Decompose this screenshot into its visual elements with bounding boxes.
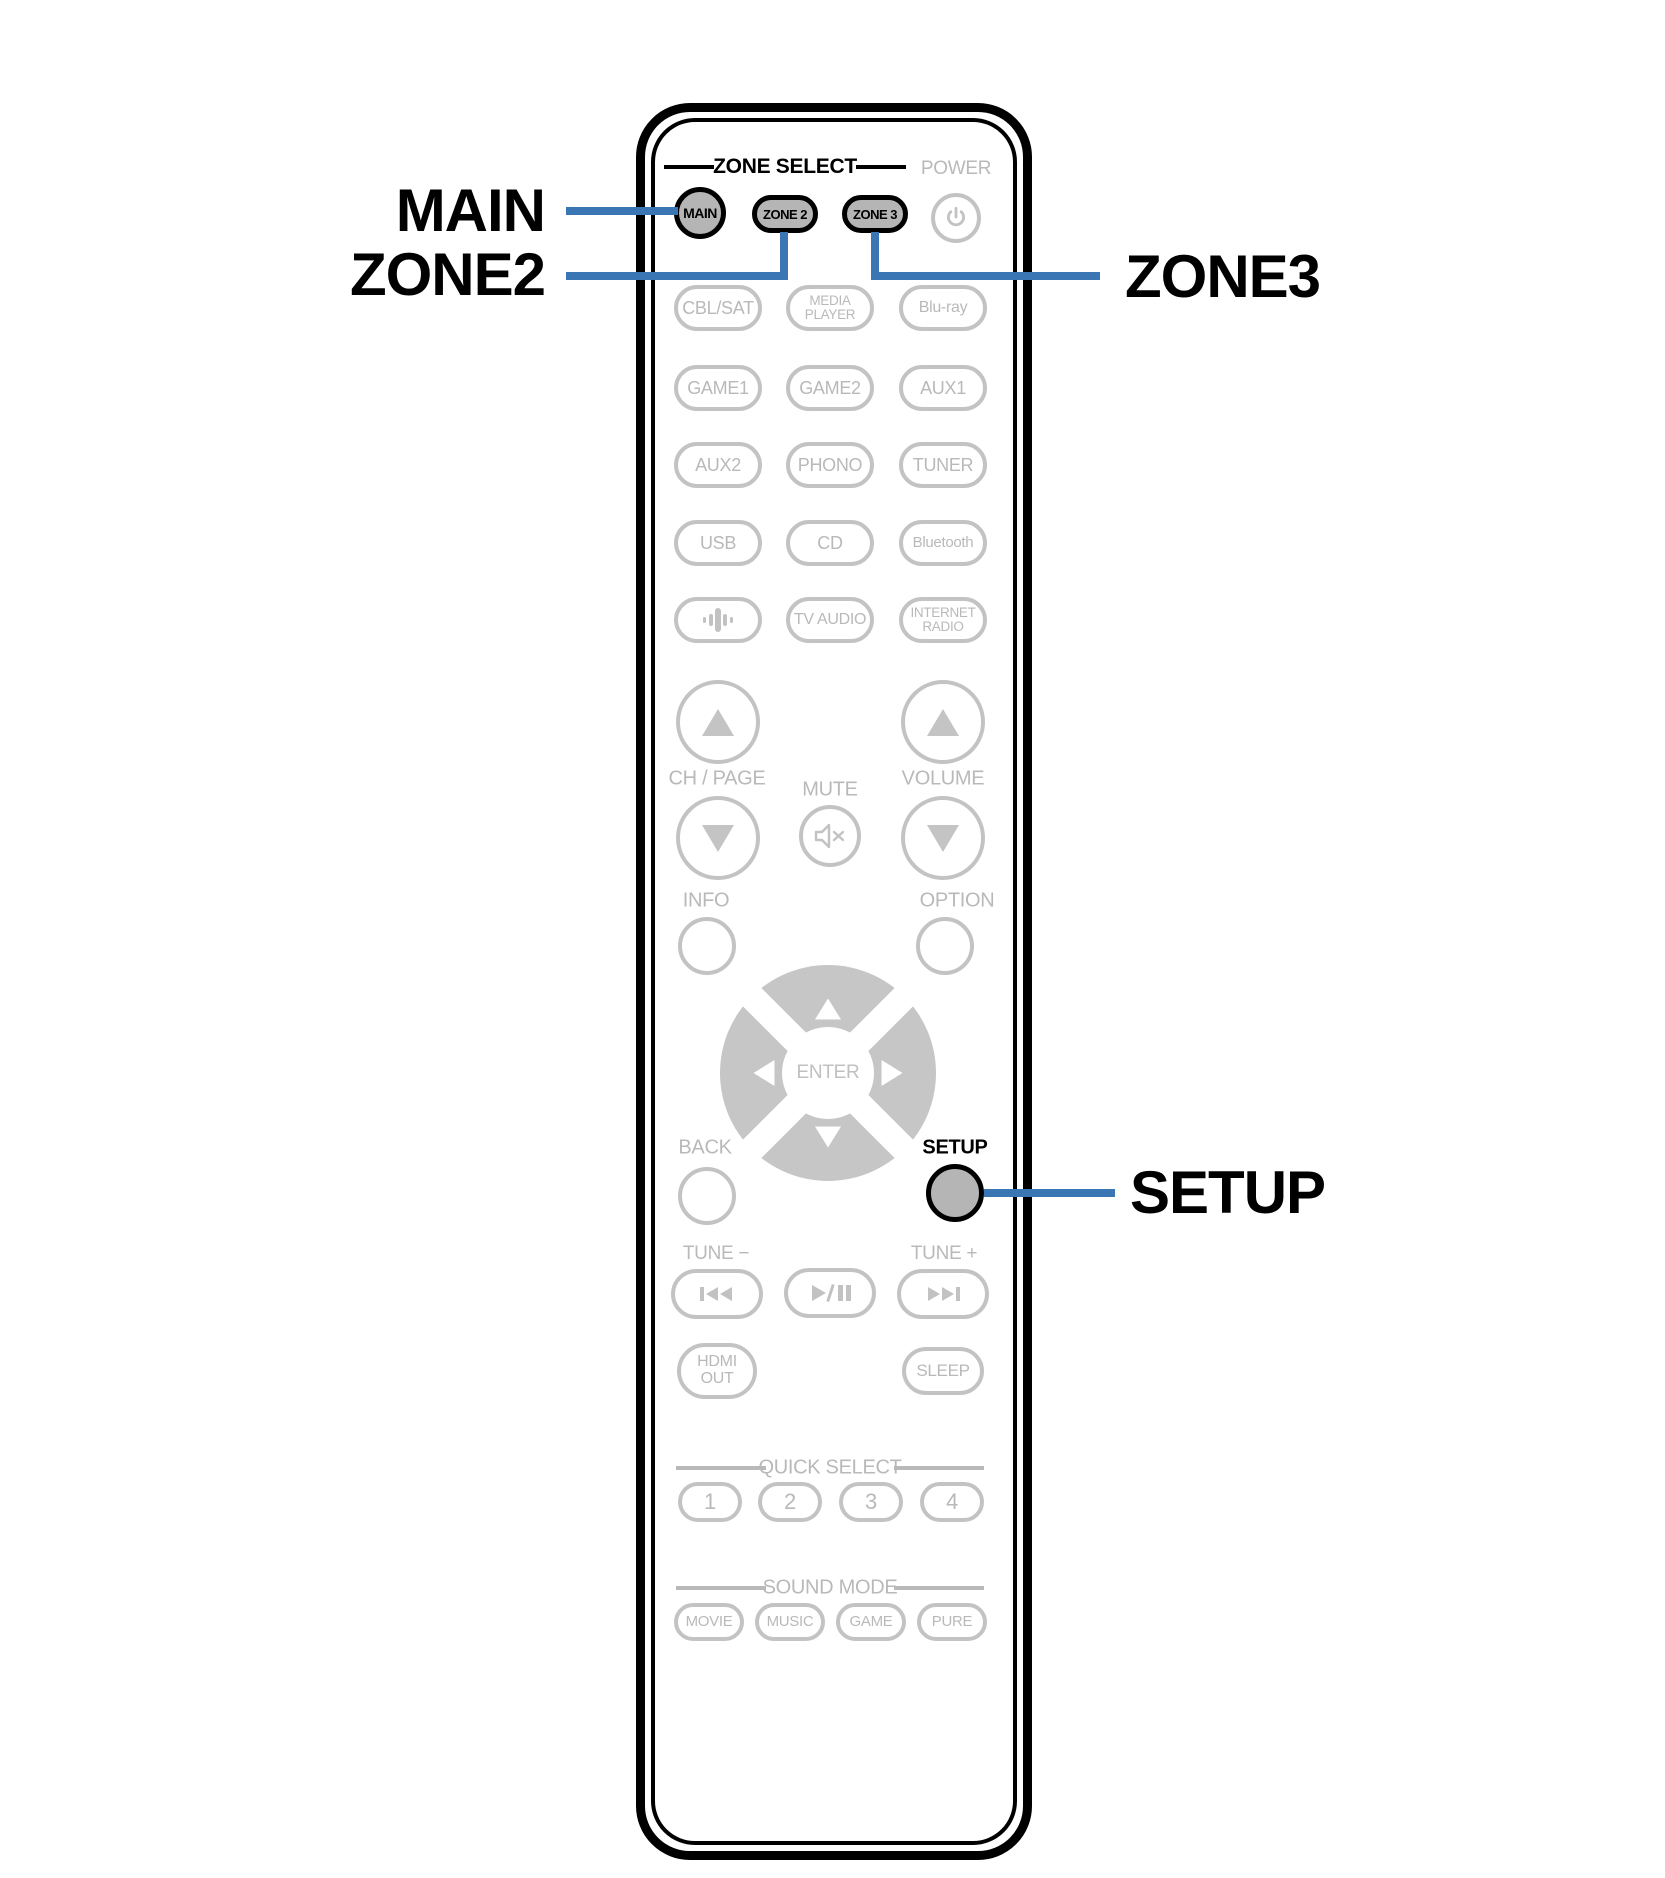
zone2-button: ZONE 2 (752, 195, 818, 233)
source-button-tv-audio: TV AUDIO (786, 597, 874, 643)
option-button (916, 917, 974, 975)
mute-button (799, 805, 861, 867)
zone2-callout-line-horizontal (566, 272, 788, 280)
callout-zone2: ZONE2 (349, 241, 546, 308)
quick-select-4-button: 4 (920, 1482, 984, 1522)
mute-speaker-icon (812, 819, 848, 853)
main-callout-line (566, 207, 678, 215)
volume-down-button (901, 796, 985, 880)
info-button (678, 917, 736, 975)
callout-main: MAIN (395, 177, 546, 244)
skip-forward-icon (923, 1265, 963, 1323)
channel-up-button (676, 680, 760, 764)
down-arrow-icon (927, 824, 959, 852)
quick-select-right-line (894, 1466, 984, 1470)
up-arrow-icon (927, 708, 959, 736)
callout-setup: SETUP (1130, 1159, 1326, 1226)
channel-down-button (676, 796, 760, 880)
ch-page-label: CH / PAGE (668, 767, 766, 790)
sound-mode-music-button: MUSIC (755, 1603, 825, 1641)
zone-select-heading: ZONE SELECT (713, 155, 857, 178)
quick-select-3-button: 3 (839, 1482, 903, 1522)
sound-mode-movie-button: MOVIE (674, 1603, 744, 1641)
cursor-right-icon (881, 1060, 903, 1086)
setup-callout-line (984, 1189, 1115, 1197)
mute-label: MUTE (802, 778, 858, 801)
source-button-phono: PHONO (786, 442, 874, 488)
equalizer-icon (699, 588, 737, 652)
source-button-usb: USB (674, 520, 762, 566)
skip-forward-button (897, 1269, 989, 1319)
source-button-heos (674, 597, 762, 643)
source-button-game1: GAME1 (674, 365, 762, 411)
volume-up-button (901, 680, 985, 764)
sound-mode-pure-button: PURE (917, 1603, 987, 1641)
cursor-down-icon (815, 1126, 841, 1148)
main-button: MAIN (674, 187, 726, 239)
up-arrow-icon (702, 708, 734, 736)
quick-select-1-button: 1 (678, 1482, 742, 1522)
tune-minus-label: TUNE − (682, 1243, 750, 1264)
cursor-left-icon (753, 1060, 775, 1086)
quick-select-heading: QUICK SELECT (758, 1456, 902, 1479)
play-pause-button (784, 1268, 876, 1318)
callout-zone3: ZONE3 (1125, 243, 1321, 310)
source-button-bluray: Blu-ray (899, 285, 987, 331)
skip-back-button (671, 1269, 763, 1319)
power-button (931, 193, 981, 243)
sleep-button: SLEEP (902, 1347, 984, 1395)
setup-button-label: SETUP (922, 1136, 988, 1159)
source-button-cbl-sat: CBL/SAT (674, 285, 762, 331)
source-button-bluetooth: Bluetooth (899, 520, 987, 566)
power-icon (943, 205, 969, 231)
cursor-up-icon (815, 998, 841, 1020)
source-button-aux2: AUX2 (674, 442, 762, 488)
zone-select-right-dash (856, 165, 906, 169)
option-label: OPTION (919, 889, 995, 912)
zone3-callout-line-vertical (871, 232, 879, 276)
hdmi-out-button: HDMI OUT (677, 1343, 757, 1399)
info-label: INFO (682, 889, 730, 912)
quick-select-left-line (676, 1466, 766, 1470)
setup-button (926, 1164, 984, 1222)
source-button-tuner: TUNER (899, 442, 987, 488)
play-pause-icon (808, 1263, 852, 1323)
sound-mode-left-line (676, 1586, 766, 1590)
enter-button: ENTER (782, 1027, 874, 1119)
down-arrow-icon (702, 824, 734, 852)
source-button-internet-radio: INTERNET RADIO (899, 597, 987, 643)
back-label: BACK (678, 1136, 732, 1159)
zone2-callout-line-vertical (780, 232, 788, 280)
zone3-callout-line-horizontal (871, 272, 1100, 280)
quick-select-2-button: 2 (758, 1482, 822, 1522)
back-button (678, 1167, 736, 1225)
zone-select-left-dash (664, 165, 714, 169)
tune-plus-label: TUNE + (910, 1243, 978, 1264)
source-button-media-player: MEDIA PLAYER (786, 285, 874, 331)
sound-mode-right-line (894, 1586, 984, 1590)
sound-mode-heading: SOUND MODE (762, 1576, 898, 1599)
source-button-game2: GAME2 (786, 365, 874, 411)
sound-mode-game-button: GAME (836, 1603, 906, 1641)
zone3-button: ZONE 3 (842, 195, 908, 233)
power-label: POWER (920, 158, 992, 179)
source-button-aux1: AUX1 (899, 365, 987, 411)
remote-body-inner-outline (651, 118, 1017, 1845)
source-button-cd: CD (786, 520, 874, 566)
skip-back-icon (697, 1265, 737, 1323)
volume-label: VOLUME (901, 767, 985, 790)
